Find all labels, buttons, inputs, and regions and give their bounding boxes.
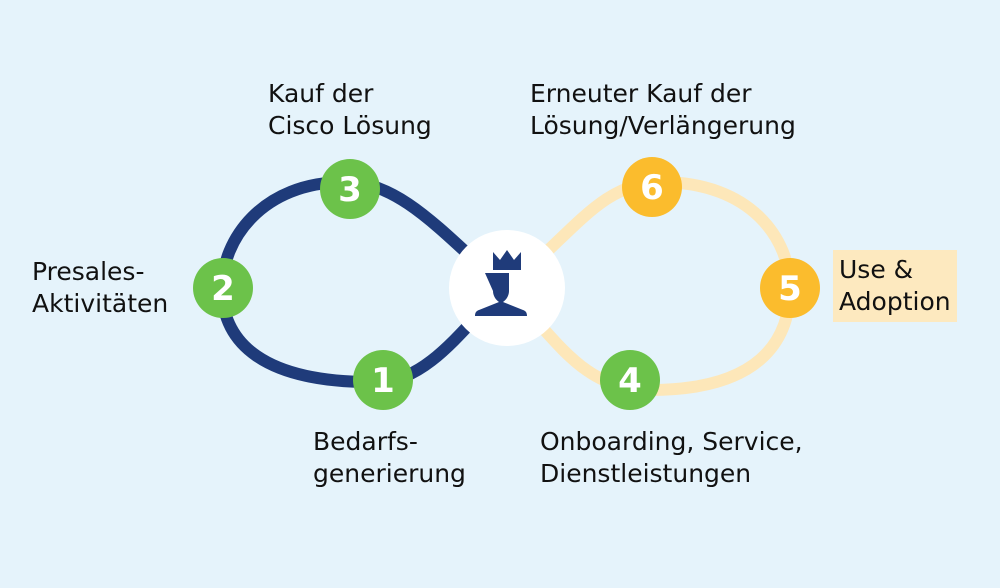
step-5-marker: 5: [760, 258, 820, 318]
step-6-marker: 6: [622, 157, 682, 217]
svg-text:3: 3: [338, 170, 362, 210]
svg-text:1: 1: [371, 361, 395, 401]
step-1-marker: 1: [353, 350, 413, 410]
svg-text:2: 2: [211, 269, 235, 309]
step-4-label: Onboarding, Service,Dienstleistungen: [540, 427, 803, 488]
svg-text:6: 6: [640, 168, 664, 208]
svg-text:5: 5: [778, 269, 802, 309]
step-1-label: Bedarfs-generierung: [313, 427, 466, 488]
svg-text:4: 4: [618, 361, 642, 401]
step-3-marker: 3: [320, 159, 380, 219]
step-2-marker: 2: [193, 258, 253, 318]
step-5-label: Use &Adoption: [833, 250, 957, 322]
step-4-marker: 4: [600, 350, 660, 410]
crowned-user-icon: [475, 250, 527, 316]
step-2-label: Presales-Aktivitäten: [32, 257, 169, 318]
